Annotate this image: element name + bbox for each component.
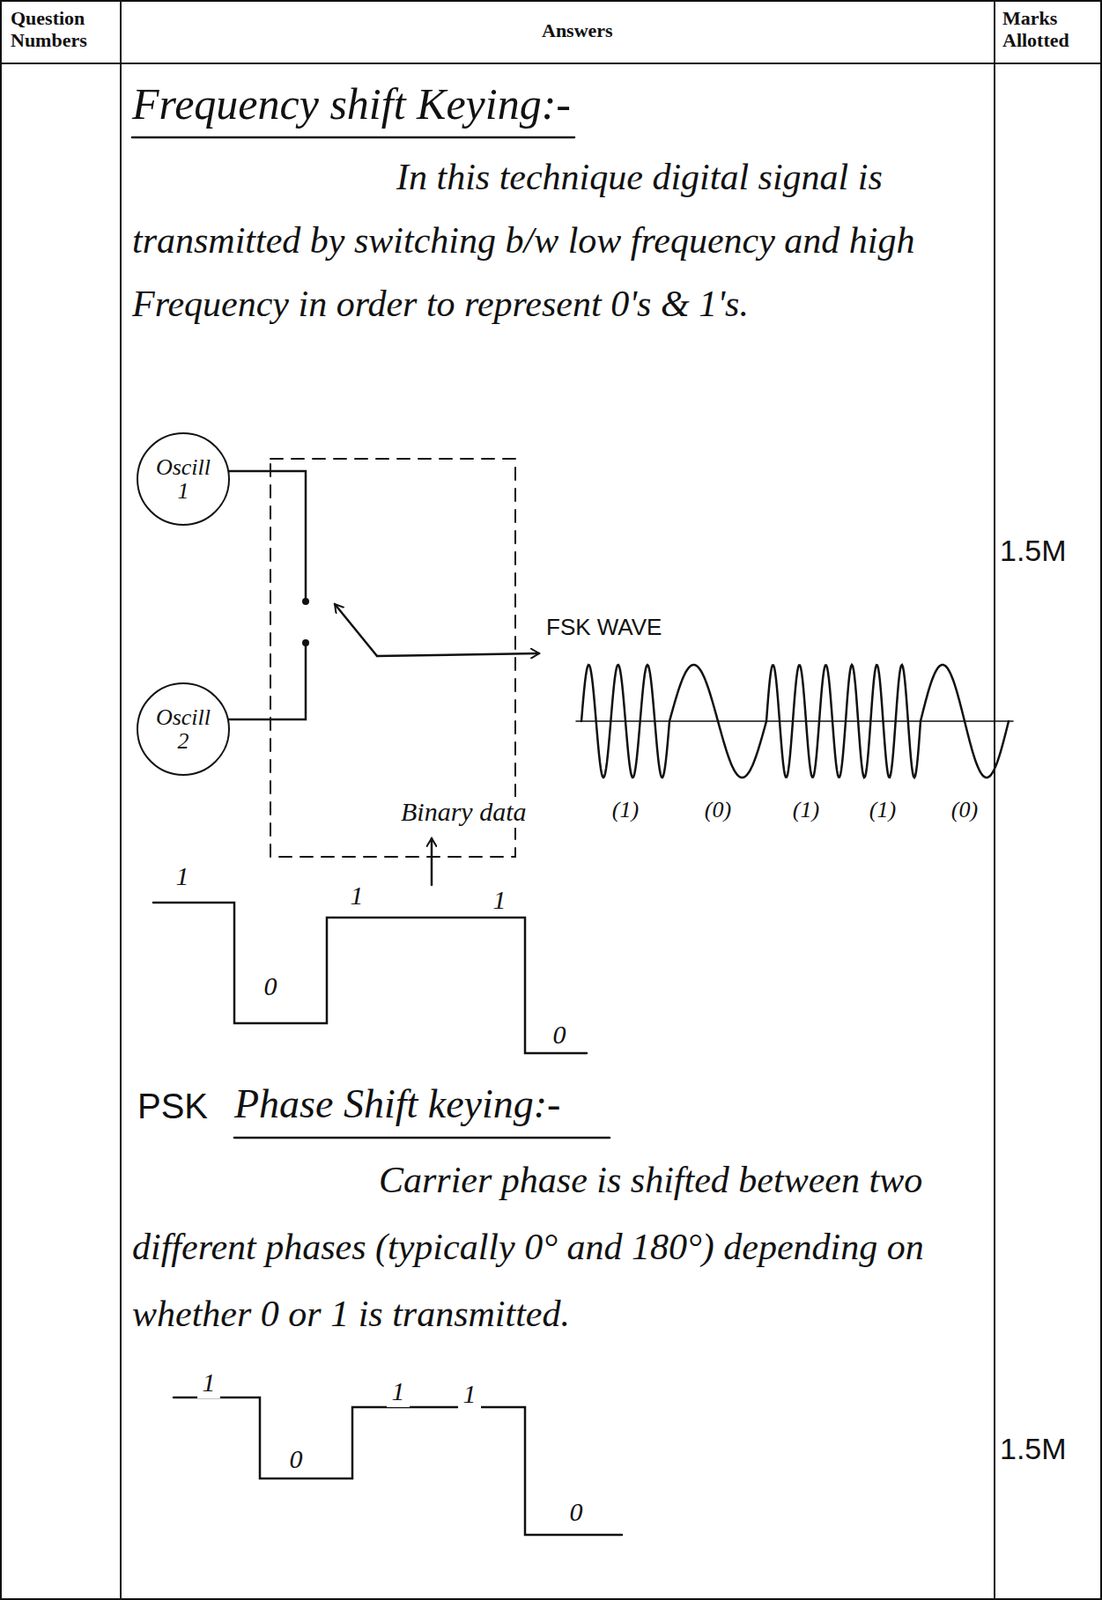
data-arrow — [430, 838, 434, 886]
oscillator-label: Oscill 2 — [148, 705, 218, 755]
wave-axis — [576, 720, 1014, 723]
switch-contact — [302, 639, 310, 647]
switch-contact — [302, 598, 310, 606]
column-header: Question Numbers — [10, 7, 115, 52]
bit-label: (1) — [786, 797, 826, 824]
marks-value: 1.5M — [999, 1432, 1067, 1467]
bit-label: (1) — [863, 797, 903, 824]
oscillator-circle: Oscill 1 — [136, 432, 230, 526]
bit-label: 0 — [547, 1020, 571, 1051]
signal-name: Binary data — [400, 797, 527, 829]
bit-label: 0 — [564, 1497, 588, 1529]
bit-label: 1 — [488, 885, 511, 917]
binary-waveform — [153, 902, 587, 1054]
bit-label: 1 — [197, 1368, 221, 1399]
body-text: Carrier phase is shifted between two dif… — [132, 1146, 992, 1348]
body-text: In this technique digital signal is tran… — [132, 145, 992, 336]
output-arrow — [377, 653, 540, 657]
bit-label: 0 — [258, 971, 282, 1003]
wire — [226, 471, 306, 602]
wire — [226, 643, 306, 720]
section-heading: Frequency shift Keying:- — [132, 79, 571, 131]
switch-arm — [334, 604, 378, 657]
oscillator-circle: Oscill 2 — [136, 682, 230, 777]
bit-label: (0) — [945, 797, 984, 824]
section-heading: Phase Shift keying:- — [234, 1081, 561, 1129]
bit-label: 1 — [345, 880, 369, 912]
bit-label: 1 — [458, 1379, 481, 1411]
column-rule — [993, 0, 996, 1600]
column-header: Marks Allotted — [1002, 7, 1098, 52]
oscillator-label: Oscill 1 — [148, 455, 218, 504]
heading-underline — [234, 1137, 610, 1140]
bit-label: (0) — [698, 797, 738, 824]
marks-value: 1.5M — [999, 533, 1067, 569]
heading-underline — [132, 136, 575, 140]
fsk-waveform — [581, 665, 1009, 778]
signal-name: FSK WAVE — [546, 614, 662, 642]
bit-label: (1) — [606, 797, 645, 824]
bit-label: 0 — [284, 1444, 308, 1476]
bit-label: 1 — [386, 1376, 410, 1408]
binary-waveform — [173, 1397, 622, 1536]
column-rule — [119, 0, 122, 1600]
column-header: Answers — [541, 19, 614, 42]
section-tag: PSK — [137, 1086, 208, 1127]
bit-label: 1 — [170, 861, 194, 893]
header-rule — [0, 62, 1102, 65]
